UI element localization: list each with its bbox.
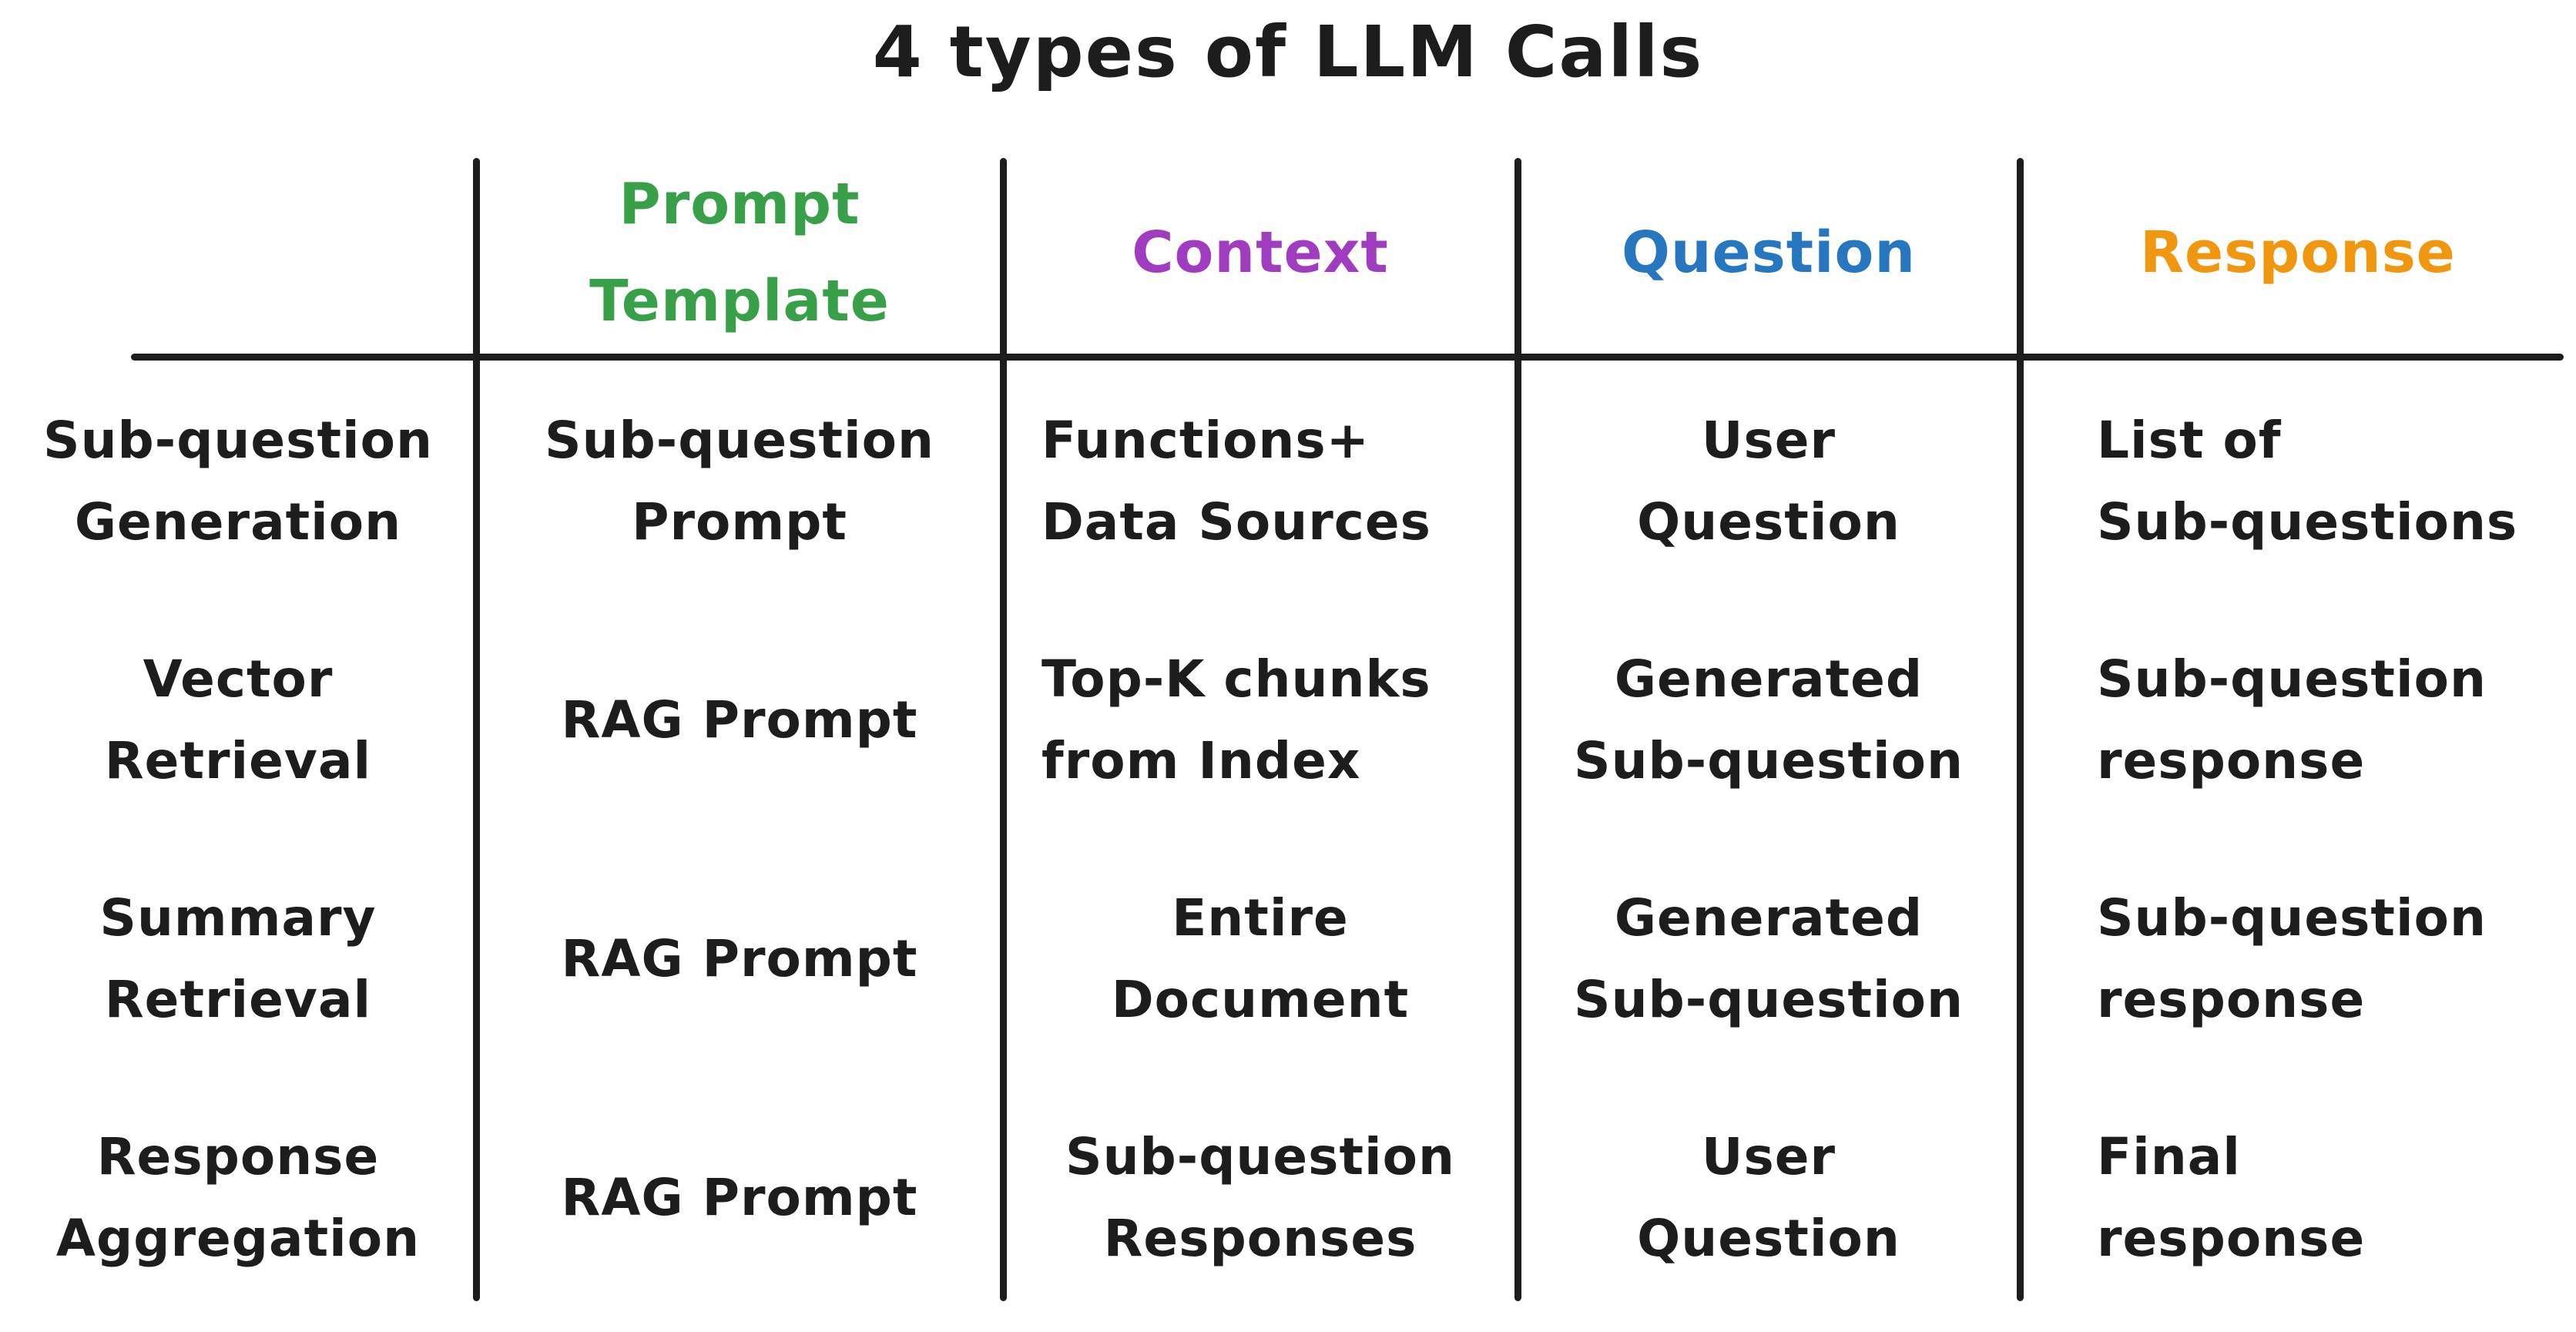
cell-summary-retrieval-question: Generated Sub-question [1574, 888, 1964, 1029]
cell-response-agg-prompt-template: RAG Prompt [561, 1168, 918, 1228]
table-header-row: Prompt Template Context Question Respons… [0, 150, 2576, 357]
header-rule-line [131, 354, 2564, 361]
column-divider-4 [2017, 158, 2024, 1301]
cell-subq-gen-prompt-template: Sub-question Prompt [545, 411, 934, 552]
column-divider-1 [473, 158, 480, 1301]
row-label-response-aggregation: Response Aggregation [55, 1127, 421, 1268]
cell-summary-retrieval-response: Sub-question response [2097, 888, 2487, 1029]
cell-subq-gen-response: List of Sub-questions [2097, 411, 2518, 552]
column-divider-3 [1514, 158, 1521, 1301]
cell-vector-retrieval-prompt-template: RAG Prompt [561, 690, 918, 750]
diagram-title: 4 types of LLM Calls [872, 11, 1704, 93]
cell-response-agg-response: Final response [2097, 1127, 2366, 1268]
column-header-spacer [0, 150, 476, 357]
cell-summary-retrieval-context: Entire Document [1111, 888, 1410, 1029]
column-divider-2 [1000, 158, 1007, 1301]
cell-response-agg-question: User Question [1637, 1127, 1900, 1268]
cell-summary-retrieval-prompt-template: RAG Prompt [561, 929, 918, 989]
table-body: Sub-question Generation Sub-question Pro… [0, 362, 2576, 1317]
cell-response-agg-context: Sub-question Responses [1065, 1127, 1455, 1268]
cell-vector-retrieval-response: Sub-question response [2097, 649, 2487, 790]
row-label-vector-retrieval: Vector Retrieval [104, 649, 372, 790]
cell-vector-retrieval-context: Top-K chunks from Index [1041, 649, 1431, 790]
cell-vector-retrieval-question: Generated Sub-question [1574, 649, 1964, 790]
column-header-prompt-template: Prompt Template [589, 171, 890, 334]
column-header-context: Context [1132, 220, 1389, 287]
cell-subq-gen-question: User Question [1637, 411, 1900, 552]
column-header-response: Response [2140, 220, 2456, 287]
cell-subq-gen-context: Functions+ Data Sources [1041, 411, 1431, 552]
row-label-summary-retrieval: Summary Retrieval [99, 888, 377, 1029]
row-label-sub-question-generation: Sub-question Generation [43, 411, 433, 552]
column-header-question: Question [1621, 220, 1917, 287]
